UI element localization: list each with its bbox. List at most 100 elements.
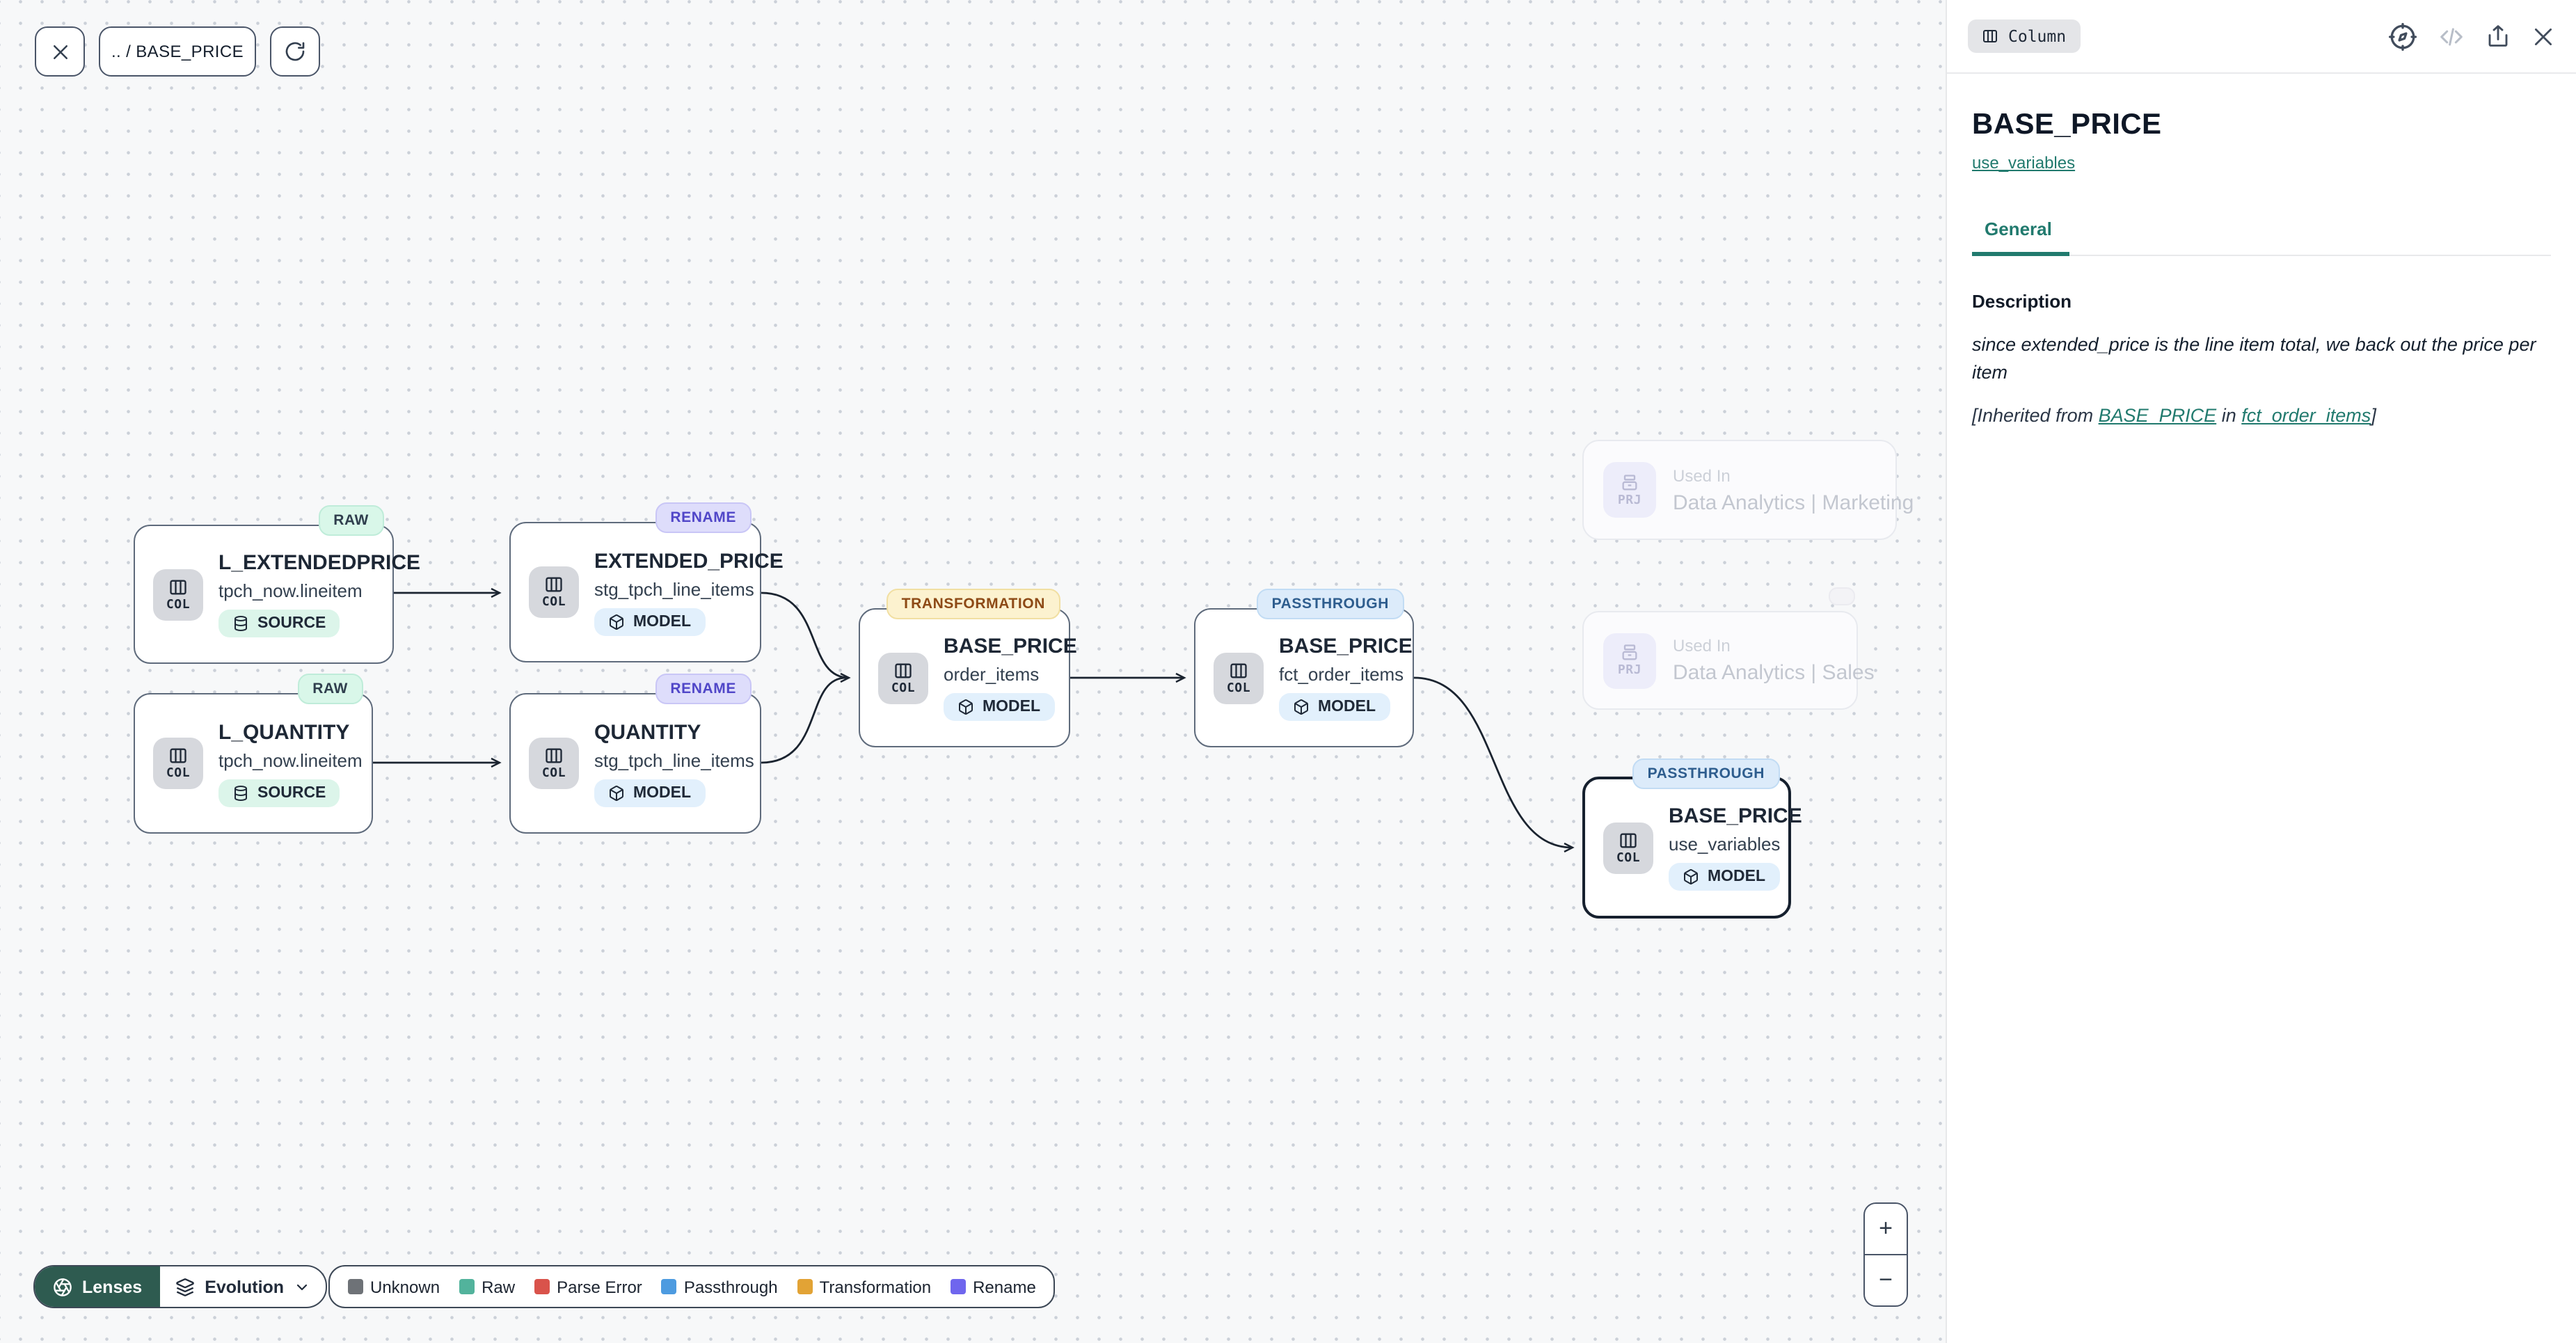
node-title: BASE_PRICE xyxy=(1279,635,1413,658)
edge-quantity-orderitems xyxy=(761,676,847,764)
source-pill: SOURCE xyxy=(218,779,340,806)
column-chip: COL xyxy=(529,566,579,618)
inherited-column-link[interactable]: BASE_PRICE xyxy=(2098,405,2217,426)
legend-swatch xyxy=(348,1279,363,1294)
columns-icon xyxy=(170,748,186,763)
panel-header: Column xyxy=(1947,0,2576,74)
refresh-button[interactable] xyxy=(270,26,320,77)
close-icon xyxy=(2534,27,2552,45)
entity-type-badge: Column xyxy=(1968,19,2081,53)
archive-icon xyxy=(1622,474,1637,490)
node-title: BASE_PRICE xyxy=(1669,804,1802,828)
node-subtitle: tpch_now.lineitem xyxy=(218,749,363,770)
columns-icon xyxy=(1620,832,1637,848)
legend-swatch xyxy=(661,1279,677,1294)
node-badge: PASSTHROUGH xyxy=(1632,758,1780,789)
used-in-card-sales[interactable]: PRJ Used In Data Analytics | Sales xyxy=(1582,611,1875,710)
panel-tabs: General xyxy=(1972,218,2551,256)
cube-icon xyxy=(610,785,623,800)
source-pill: SOURCE xyxy=(218,610,340,637)
explore-button[interactable] xyxy=(2388,22,2417,51)
cube-icon xyxy=(959,699,973,715)
panel-actions xyxy=(2388,22,2555,51)
code-button[interactable] xyxy=(2438,23,2465,49)
lenses-button[interactable]: Lenses xyxy=(35,1266,161,1307)
columns-icon xyxy=(895,662,912,678)
share-button[interactable] xyxy=(2486,24,2511,49)
node-base-price-fct-order-items[interactable]: PASSTHROUGH COL BASE_PRICE fct_order_ite… xyxy=(1194,589,1414,747)
model-link[interactable]: use_variables xyxy=(1972,153,2076,173)
used-in-name: Data Analytics | Sales xyxy=(1673,661,1875,685)
layers-icon xyxy=(176,1278,194,1296)
zoom-in-button[interactable]: + xyxy=(1865,1204,1907,1255)
node-badge: PASSTHROUGH xyxy=(1256,589,1404,619)
code-icon xyxy=(2440,27,2463,45)
node-title: L_EXTENDEDPRICE xyxy=(218,551,421,575)
used-in-label: Used In xyxy=(1673,466,1731,485)
faded-badge xyxy=(1829,587,1855,605)
project-chip: PRJ xyxy=(1603,462,1656,518)
node-base-price-use-variables[interactable]: PASSTHROUGH COL BASE_PRICE use_variables… xyxy=(1582,758,1802,919)
node-badge: RAW xyxy=(318,505,384,536)
legend-item-unknown: Unknown xyxy=(348,1277,440,1296)
model-pill: MODEL xyxy=(594,779,706,806)
node-title: EXTENDED_PRICE xyxy=(594,549,784,573)
used-in-card-marketing[interactable]: PRJ Used In Data Analytics | Marketing xyxy=(1582,440,1914,540)
breadcrumb[interactable]: .. / BASE_PRICE xyxy=(99,26,256,77)
chevron-down-icon xyxy=(296,1283,308,1290)
legend-swatch xyxy=(951,1279,967,1294)
column-chip: COL xyxy=(1603,822,1653,873)
lineage-canvas[interactable]: .. / BASE_PRICE RAW COL L_EXTENDEDPRICE … xyxy=(0,0,1946,1343)
model-pill: MODEL xyxy=(1279,693,1390,721)
node-l-extendedprice[interactable]: RAW COL L_EXTENDEDPRICE tpch_now.lineite… xyxy=(134,505,420,664)
column-chip: COL xyxy=(878,652,928,704)
inherited-model-link[interactable]: fct_order_items xyxy=(2241,405,2371,426)
used-in-name: Data Analytics | Marketing xyxy=(1673,491,1914,514)
lineage-edges xyxy=(373,587,1575,853)
breadcrumb-label: .. / BASE_PRICE xyxy=(111,42,244,61)
legend-item-transformation: Transformation xyxy=(797,1277,931,1296)
node-base-price-order-items[interactable]: TRANSFORMATION COL BASE_PRICE order_item… xyxy=(859,589,1077,747)
node-badge: RAW xyxy=(297,674,363,704)
project-chip: PRJ xyxy=(1603,633,1656,688)
lens-mode-dropdown[interactable]: Evolution xyxy=(160,1266,326,1307)
node-title: L_QUANTITY xyxy=(218,720,350,744)
node-badge: TRANSFORMATION xyxy=(886,589,1060,619)
node-subtitle: use_variables xyxy=(1669,834,1781,855)
legend-item-parse-error: Parse Error xyxy=(534,1277,642,1296)
node-quantity[interactable]: RENAME COL QUANTITY stg_tpch_line_items … xyxy=(509,674,761,834)
close-lineage-button[interactable] xyxy=(35,26,85,77)
legend-swatch xyxy=(534,1279,550,1294)
edge-fctorderitems-usevariables xyxy=(1413,676,1575,853)
legend-item-rename: Rename xyxy=(951,1277,1036,1296)
legend: Unknown Raw Parse Error Passthrough Tran… xyxy=(328,1265,1056,1308)
details-panel: Column BASE_PRICE use_variables xyxy=(1946,0,2576,1343)
node-badge: RENAME xyxy=(655,674,752,704)
panel-title: BASE_PRICE xyxy=(1972,109,2162,141)
cube-icon xyxy=(610,614,623,629)
database-icon xyxy=(234,785,247,800)
node-l-quantity[interactable]: RAW COL L_QUANTITY tpch_now.lineitem SOU… xyxy=(134,674,373,834)
description-label: Description xyxy=(1972,291,2072,312)
legend-item-raw: Raw xyxy=(459,1277,515,1296)
used-in-label: Used In xyxy=(1673,636,1731,655)
node-subtitle: stg_tpch_line_items xyxy=(594,578,754,599)
share-icon xyxy=(2488,25,2508,47)
node-subtitle: tpch_now.lineitem xyxy=(218,580,363,601)
close-panel-button[interactable] xyxy=(2531,24,2555,48)
model-pill: MODEL xyxy=(944,693,1055,721)
inherited-note: [Inherited from BASE_PRICE in fct_order_… xyxy=(1972,405,2376,426)
columns-icon xyxy=(546,577,562,592)
cube-icon xyxy=(1294,699,1308,715)
zoom-out-button[interactable]: − xyxy=(1879,1266,1893,1293)
column-chip: COL xyxy=(1214,652,1264,704)
node-subtitle: fct_order_items xyxy=(1279,664,1404,685)
tab-general[interactable]: General xyxy=(1972,218,2070,256)
legend-swatch xyxy=(459,1279,475,1294)
columns-icon xyxy=(1230,662,1247,678)
node-extended-price[interactable]: RENAME COL EXTENDED_PRICE stg_tpch_line_… xyxy=(509,502,784,662)
close-icon xyxy=(53,45,67,58)
panel-body: BASE_PRICE use_variables General Descrip… xyxy=(1947,109,2576,426)
column-chip: COL xyxy=(529,738,579,789)
